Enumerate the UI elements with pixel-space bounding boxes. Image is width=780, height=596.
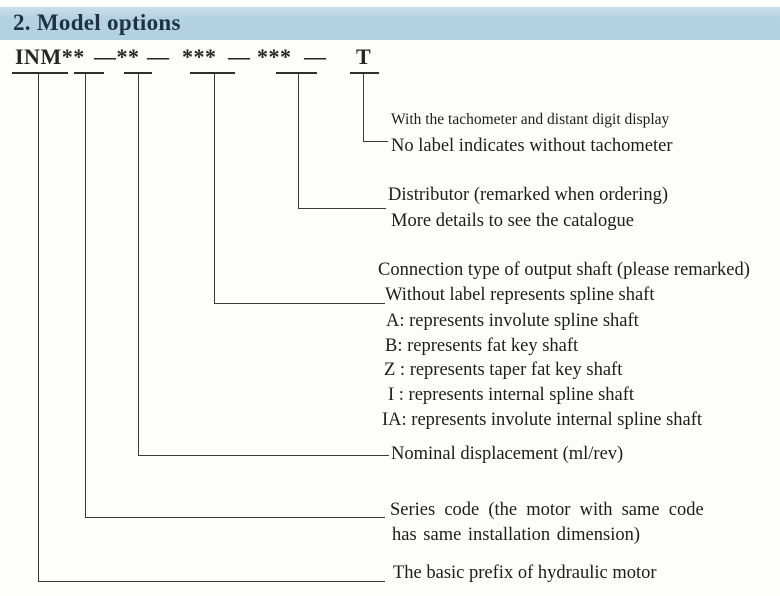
label-distributor: Distributor (remarked when ordering): [388, 185, 668, 205]
label-tachometer-none: No label indicates without tachometer: [391, 136, 673, 156]
code-segment-displacement: ***: [182, 44, 217, 69]
code-segment-series: —**: [94, 44, 140, 69]
tick-connection: [190, 72, 235, 74]
code-separator-dash-1: —: [147, 44, 170, 69]
label-nominal-displacement: Nominal displacement (ml/rev): [391, 444, 624, 464]
tick-distributor: [276, 72, 317, 74]
connector-distributor-line: [298, 74, 386, 209]
tick-displacement: [124, 72, 152, 74]
code-segment-prefix: INM**: [15, 44, 85, 69]
label-connection-option-z: Z : represents taper fat key shaft: [384, 360, 623, 380]
label-series-code-line1: Series code (the motor with same code: [390, 500, 704, 520]
label-distributor-details: More details to see the catalogue: [391, 211, 634, 231]
connector-series-line: [85, 74, 385, 518]
code-separator-dash-3: —: [304, 44, 327, 69]
section-header-bar: 2. Model options: [0, 7, 780, 40]
label-connection-option-ia: IA: represents involute internal spline …: [382, 410, 703, 430]
label-connection-option-b: B: represents fat key shaft: [385, 336, 579, 356]
section-title: 2. Model options: [13, 10, 181, 35]
tick-prefix: [12, 72, 68, 74]
label-tachometer-with: With the tachometer and distant digit di…: [391, 111, 670, 128]
label-connection-type: Connection type of output shaft (please …: [378, 260, 750, 280]
label-series-code-line2: has same installation dimension): [392, 525, 640, 545]
code-segment-distributor: ***: [257, 44, 292, 69]
code-segment-tachometer: T: [356, 44, 371, 69]
connector-displacement-line: [138, 74, 389, 456]
label-connection-option-i: I : represents internal spline shaft: [388, 385, 635, 405]
connector-connection-line: [214, 74, 385, 304]
code-separator-dash-2: —: [228, 44, 251, 69]
tick-series: [74, 72, 104, 74]
label-basic-prefix: The basic prefix of hydraulic motor: [393, 563, 657, 583]
connector-prefix-line: [38, 74, 385, 582]
connector-tachometer-line: [363, 74, 388, 142]
label-connection-option-a: A: represents involute spline shaft: [386, 311, 639, 331]
label-connection-default: Without label represents spline shaft: [385, 285, 655, 305]
tick-tachometer: [350, 72, 379, 74]
